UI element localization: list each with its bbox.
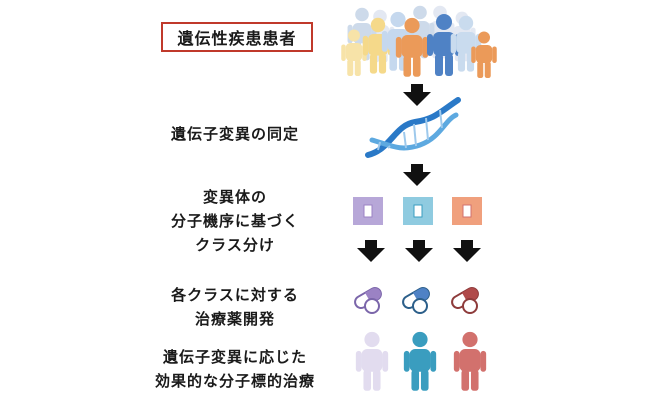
capsule-pill-icon bbox=[354, 287, 382, 314]
person-icon bbox=[355, 331, 389, 391]
step-drug-label: 各クラスに対する 治療薬開発 bbox=[171, 286, 299, 328]
person-icon bbox=[403, 331, 437, 391]
class-square-icon bbox=[452, 197, 482, 225]
step-therapy-label: 遺伝子変異に応じた 効果的な分子標的治療 bbox=[154, 348, 315, 390]
class-square-icon bbox=[403, 197, 433, 225]
arrow-down-icon bbox=[405, 240, 433, 262]
step-identify-label: 遺伝子変異の同定 bbox=[170, 125, 299, 143]
arrow-down-icon bbox=[403, 164, 431, 186]
step-classify-label: 変異体の 分子機序に基づく クラス分け bbox=[170, 188, 299, 254]
arrow-down-icon bbox=[357, 240, 385, 262]
class-square-icon bbox=[353, 197, 383, 225]
arrow-down-icon bbox=[453, 240, 481, 262]
person-icon bbox=[453, 331, 487, 391]
patients-label: 遺伝性疾患患者 bbox=[177, 29, 297, 48]
patients-label-box: 遺伝性疾患患者 bbox=[161, 22, 313, 52]
capsule-pill-icon bbox=[402, 287, 430, 314]
arrow-down-icon bbox=[403, 84, 431, 106]
capsule-pill-icon bbox=[451, 287, 479, 314]
